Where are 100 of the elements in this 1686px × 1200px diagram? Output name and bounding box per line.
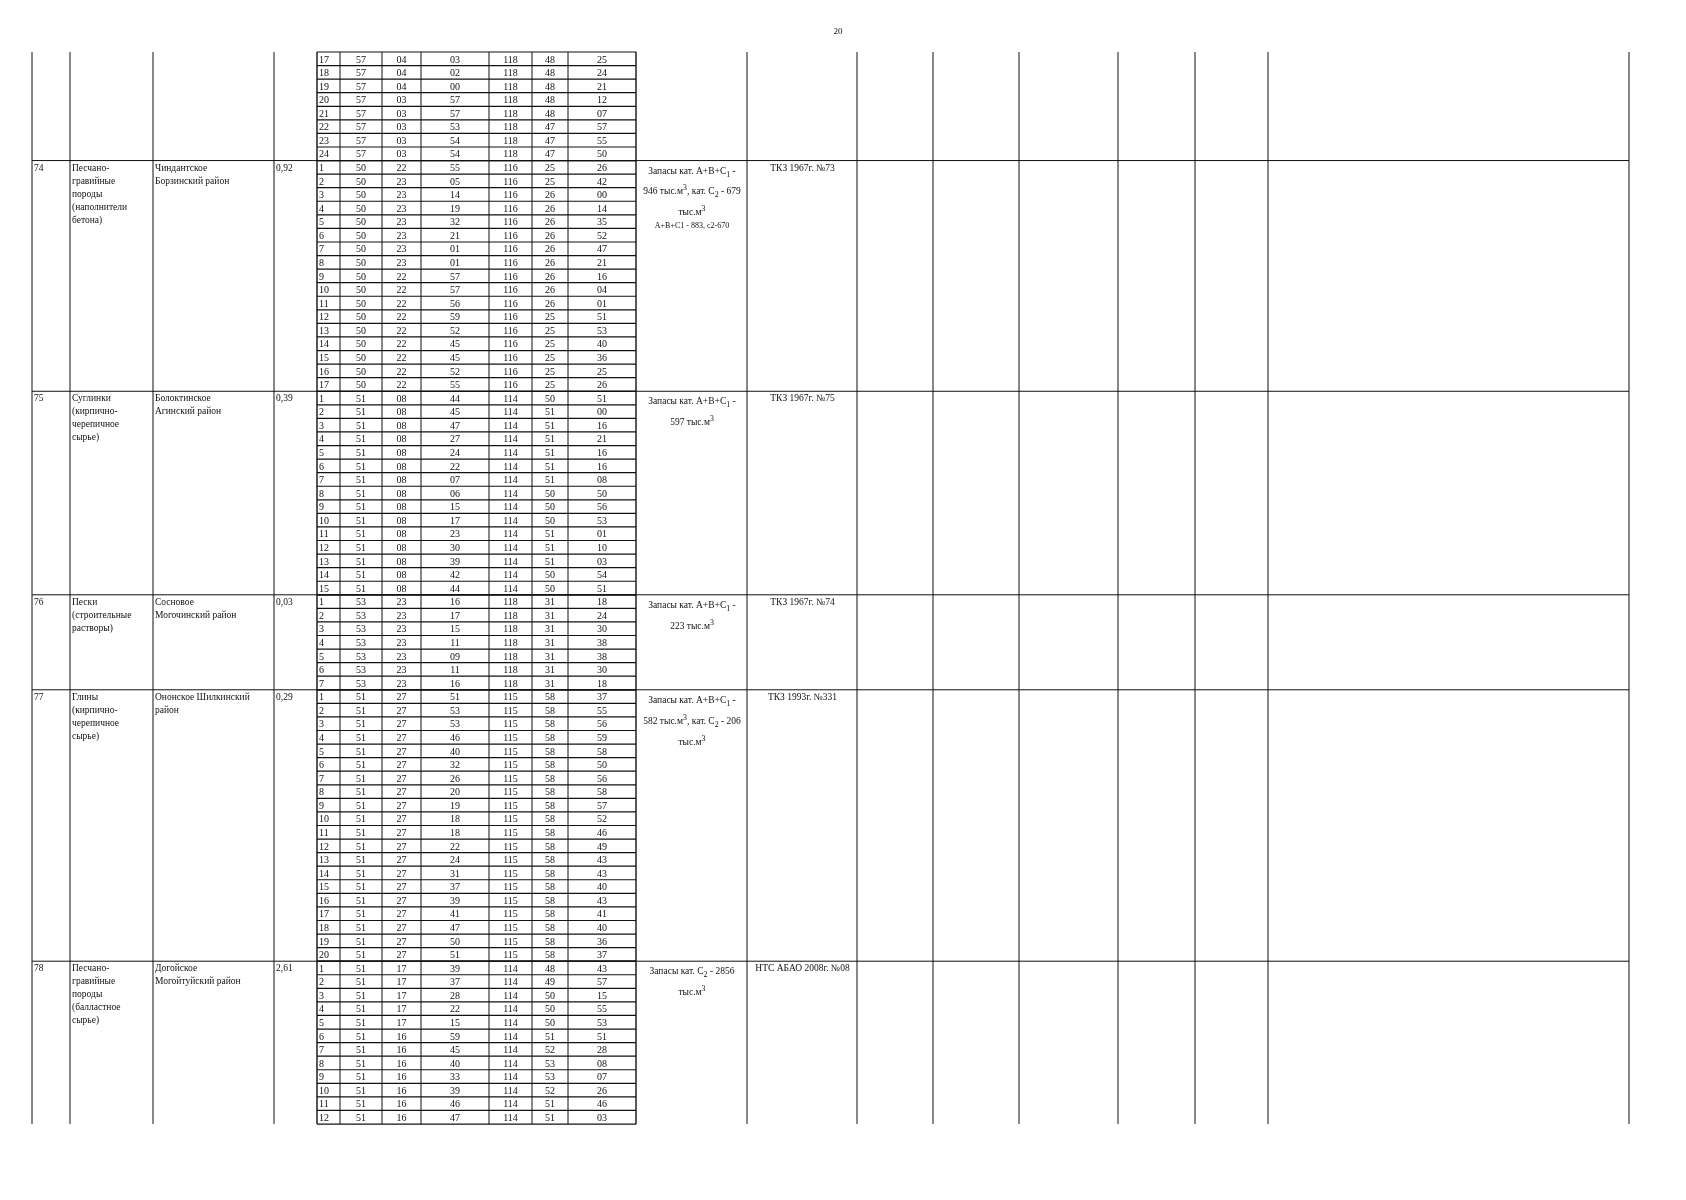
coordinate-value: 31 (544, 676, 556, 690)
row-index: 78 (34, 962, 45, 976)
coordinate-value: 23 (395, 608, 408, 622)
coordinate-value: 51 (355, 866, 367, 880)
coordinate-value: 115 (502, 771, 519, 785)
coordinate-value: 116 (502, 256, 519, 270)
coordinate-value: 51 (544, 459, 556, 473)
coordinate-value: 16 (395, 1110, 408, 1124)
coordinate-value: 26 (544, 201, 556, 215)
coordinate-value: 23 (395, 174, 408, 188)
coordinate-value: 15 (449, 622, 461, 636)
reserves-note: Запасы кат. А+В+С$_{1}$ - 223 тыс.м$^{3}$ (647, 598, 737, 633)
coordinate-value: 51 (355, 1029, 367, 1043)
coordinate-value: 08 (395, 446, 408, 459)
coordinate-value: 114 (502, 988, 519, 1002)
coordinate-value: 115 (502, 853, 519, 867)
coordinate-value: 57 (449, 106, 461, 120)
coordinate-value: 114 (502, 975, 519, 989)
point-number: 6 (319, 228, 325, 242)
coordinate-value: 114 (502, 581, 519, 595)
coordinate-value: 22 (395, 378, 408, 392)
coordinate-value: 16 (449, 676, 461, 690)
coordinate-value: 04 (596, 283, 608, 297)
coordinate-value: 116 (502, 215, 519, 229)
coordinate-value: 00 (596, 188, 608, 202)
coordinate-value: 51 (355, 731, 367, 744)
source-reference: ТКЗ 1993г. №331 (766, 690, 839, 704)
point-number: 10 (319, 513, 330, 527)
coordinate-value: 22 (395, 161, 408, 175)
coordinate-value: 51 (355, 473, 367, 487)
coordinate-value: 51 (449, 690, 461, 704)
coordinate-value: 51 (355, 405, 367, 419)
point-number: 8 (319, 1056, 325, 1070)
coordinate-value: 115 (502, 785, 519, 799)
coordinate-value: 40 (596, 880, 608, 894)
coordinate-value: 58 (544, 826, 556, 839)
coordinate-value: 50 (355, 364, 367, 378)
coordinate-value: 16 (395, 1070, 408, 1084)
coordinate-value: 54 (449, 133, 461, 147)
coordinate-value: 03 (395, 133, 408, 147)
coordinate-value: 53 (355, 636, 367, 649)
coordinate-value: 118 (502, 663, 519, 677)
coordinate-value: 51 (544, 541, 556, 554)
coordinate-value: 27 (395, 703, 408, 717)
coordinate-value: 118 (502, 52, 519, 66)
coordinate-value: 40 (596, 337, 608, 351)
coordinate-value: 58 (544, 812, 556, 826)
deposit-location: Болоктинское Агинский район (155, 392, 223, 419)
coordinate-value: 53 (544, 1070, 556, 1084)
coordinate-value: 50 (355, 215, 367, 229)
coordinate-value: 47 (544, 120, 556, 134)
source-reference: НТС АБАО 2008г. №08 (754, 962, 851, 976)
source-reference: ТКЗ 1967г. №75 (769, 392, 836, 406)
coordinate-value: 43 (596, 961, 608, 975)
coordinate-value: 17 (395, 988, 408, 1002)
coordinate-value: 16 (395, 1056, 408, 1070)
point-number: 12 (319, 310, 330, 324)
coordinate-value: 08 (395, 513, 408, 527)
coordinate-value: 51 (355, 1043, 367, 1057)
point-number: 24 (319, 147, 330, 161)
coordinate-value: 116 (502, 378, 519, 392)
coordinate-value: 08 (596, 473, 608, 487)
coordinate-value: 23 (395, 256, 408, 270)
coordinate-value: 48 (544, 79, 556, 93)
coordinate-value: 118 (502, 147, 519, 161)
point-number: 18 (319, 920, 330, 934)
coordinate-value: 01 (596, 296, 608, 310)
coordinate-value: 118 (502, 93, 519, 107)
coordinate-value: 07 (596, 1070, 608, 1084)
coordinate-value: 18 (449, 812, 461, 826)
coordinate-value: 44 (449, 581, 461, 595)
coordinate-value: 22 (395, 283, 408, 297)
point-number: 2 (319, 405, 325, 419)
coordinate-value: 51 (355, 391, 367, 405)
coordinate-value: 09 (449, 649, 461, 663)
coordinate-value: 48 (544, 52, 556, 66)
coordinate-value: 118 (502, 120, 519, 134)
coordinate-value: 26 (544, 228, 556, 242)
coordinate-value: 51 (355, 975, 367, 989)
point-number: 15 (319, 581, 330, 595)
area-value: 0,92 (276, 161, 294, 175)
coordinate-value: 115 (502, 758, 519, 772)
deposit-location: Догойское Могойтуйский район (155, 962, 242, 989)
coordinate-value: 08 (395, 391, 408, 405)
coordinate-value: 59 (596, 731, 608, 744)
coordinate-value: 51 (355, 853, 367, 867)
coordinate-value: 30 (596, 663, 608, 677)
point-number: 4 (319, 731, 325, 744)
coordinate-value: 118 (502, 133, 519, 147)
coordinate-value: 114 (502, 1097, 519, 1111)
coordinate-value: 116 (502, 242, 519, 256)
coordinate-value: 50 (355, 242, 367, 256)
coordinate-value: 16 (395, 1029, 408, 1043)
coordinate-value: 50 (355, 351, 367, 365)
point-number: 11 (319, 826, 330, 839)
coordinate-value: 08 (395, 568, 408, 582)
coordinate-value: 51 (355, 826, 367, 839)
coordinate-value: 48 (544, 66, 556, 80)
coordinate-value: 58 (544, 839, 556, 853)
coordinate-value: 52 (544, 1083, 556, 1097)
